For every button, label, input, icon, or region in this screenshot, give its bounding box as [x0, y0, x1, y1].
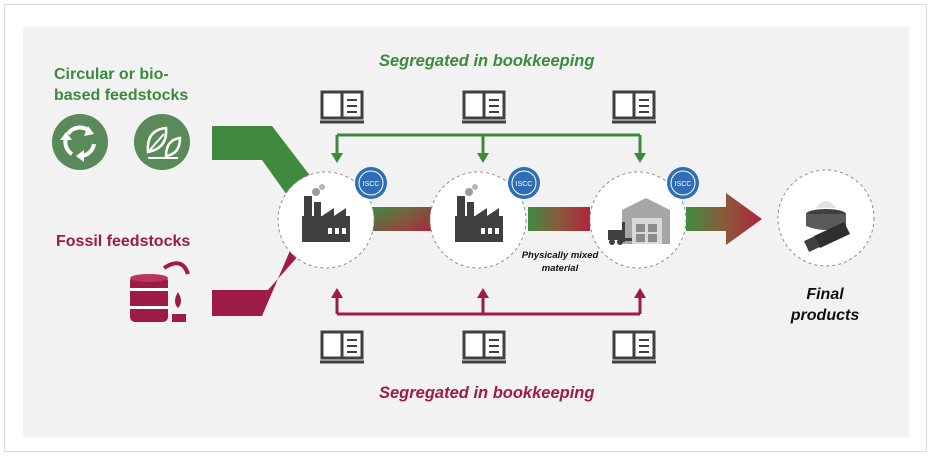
iscc-badge-icon: ISCC	[508, 167, 540, 199]
iscc-badge-text: ISCC	[363, 181, 380, 188]
bottom-bookkeeping-title: Segregated in bookkeeping	[379, 384, 595, 402]
factory-icon	[302, 184, 350, 242]
green-input-band	[212, 126, 318, 202]
red-arrowheads	[331, 288, 646, 298]
recycle-icon	[52, 114, 108, 170]
cosmetic-products-icon	[804, 201, 850, 252]
ledger-book-icon	[320, 330, 364, 364]
ledger-book-icon	[612, 330, 656, 364]
ledger-book-icon	[462, 330, 506, 364]
flow-arrow-final	[686, 193, 762, 245]
circular-feedstock-label: Circular or bio-based feedstocks	[54, 66, 189, 104]
leaf-icon	[134, 114, 190, 170]
green-arrowheads	[331, 153, 646, 163]
iscc-badge-text: ISCC	[516, 181, 533, 188]
oil-barrel-icon	[130, 261, 190, 322]
iscc-badge-text: ISCC	[675, 181, 692, 188]
factory-icon	[455, 184, 503, 242]
final-products-label: Final products	[790, 286, 860, 324]
warehouse-forklift-icon	[608, 198, 670, 245]
red-bookkeeping-bracket	[335, 296, 642, 316]
top-bookkeeping-title: Segregated in bookkeeping	[379, 52, 595, 70]
iscc-badge-icon: ISCC	[667, 167, 699, 199]
flow-segment-1-overlay	[372, 207, 434, 231]
mixed-material-label: Physically mixed material	[521, 250, 599, 274]
iscc-badge-icon: ISCC	[355, 167, 387, 199]
flow-segment-2	[528, 207, 590, 231]
fossil-feedstock-label: Fossil feedstocks	[56, 233, 191, 250]
ledger-book-icon	[320, 90, 364, 124]
red-input-band	[212, 236, 316, 316]
ledger-book-icon	[612, 90, 656, 124]
green-bookkeeping-bracket	[335, 133, 642, 155]
ledger-book-icon	[462, 90, 506, 124]
